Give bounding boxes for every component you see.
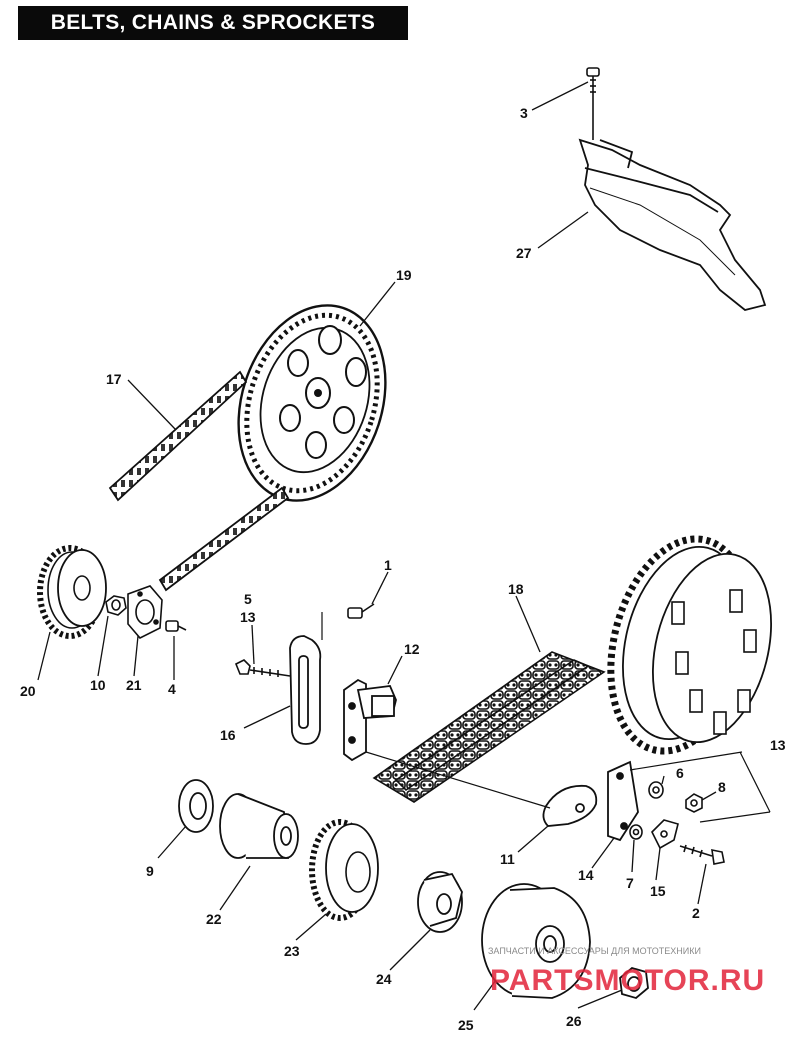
leader-13-guides <box>365 751 771 823</box>
part-21-lock-plate <box>127 585 163 639</box>
callout-4: 4 <box>168 681 176 697</box>
callout-19: 19 <box>396 267 412 283</box>
callout-13-upper: 13 <box>240 609 256 625</box>
part-3-screw <box>586 67 600 140</box>
part-15-lock <box>651 819 679 850</box>
part-16-adjuster-plate <box>289 635 322 745</box>
part-14-tensioner-plate <box>607 760 639 842</box>
callout-27: 27 <box>516 245 532 261</box>
part-12-bracket <box>343 678 397 762</box>
watermark: ЗАПЧАСТИ И АКСЕССУАРЫ ДЛЯ МОТОТЕХНИКИ PA… <box>488 946 765 997</box>
callout-26: 26 <box>566 1013 582 1029</box>
callout-11: 11 <box>500 851 515 867</box>
callout-1: 1 <box>384 557 392 573</box>
callout-8: 8 <box>718 779 726 795</box>
part-20-transmission-sprocket <box>37 545 107 639</box>
callout-24: 24 <box>376 971 392 987</box>
callout-9: 9 <box>146 863 154 879</box>
watermark-tagline: ЗАПЧАСТИ И АКСЕССУАРЫ ДЛЯ МОТОТЕХНИКИ <box>488 946 701 956</box>
part-24-compensator-cam <box>417 871 463 933</box>
part-6-washer <box>648 781 664 799</box>
callout-7: 7 <box>626 875 634 891</box>
part-10-nut <box>105 595 127 616</box>
callout-6: 6 <box>676 765 684 781</box>
part-9-thrust-washer <box>178 779 214 833</box>
callout-21: 21 <box>126 677 142 693</box>
callout-10: 10 <box>90 677 106 693</box>
part-4-screw <box>165 620 187 632</box>
callout-15: 15 <box>650 883 666 899</box>
callout-2: 2 <box>692 905 700 921</box>
part-1-screw <box>347 603 375 619</box>
leader-lines <box>37 81 717 1011</box>
watermark-brand: PARTSMOTOR.RU <box>490 964 765 997</box>
part-13-bolt <box>234 659 291 677</box>
part-18-primary-chain <box>372 651 606 803</box>
callout-17: 17 <box>106 371 122 387</box>
part-7-washer <box>629 824 643 840</box>
callout-16: 16 <box>220 727 236 743</box>
part-23-engine-sprocket <box>309 819 379 921</box>
callout-3: 3 <box>520 105 528 121</box>
part-26-sprocket-nut <box>619 967 649 999</box>
part-19-rear-pulley <box>237 304 387 502</box>
callout-14: 14 <box>578 867 594 883</box>
part-17-drive-belt <box>108 370 290 592</box>
callout-25: 25 <box>458 1017 474 1033</box>
callout-13-right: 13 <box>770 737 786 753</box>
part-2-bolt <box>679 844 725 865</box>
diagram-title: BELTS, CHAINS & SPROCKETS <box>50 11 376 34</box>
callout-23: 23 <box>284 943 300 959</box>
callout-20: 20 <box>20 683 36 699</box>
title-bar: BELTS, CHAINS & SPROCKETS <box>18 6 408 40</box>
part-8-nut <box>685 793 703 813</box>
part-27-belt-guard <box>578 138 767 311</box>
callout-12: 12 <box>404 641 420 657</box>
callout-18: 18 <box>508 581 524 597</box>
callout-5: 5 <box>244 591 252 607</box>
clutch-shell-sprocket <box>607 535 772 755</box>
part-22-hub <box>219 793 299 859</box>
part-25-compensator-housing <box>481 883 591 999</box>
part-11-tensioner-shoe <box>542 784 598 827</box>
callout-22: 22 <box>206 911 222 927</box>
